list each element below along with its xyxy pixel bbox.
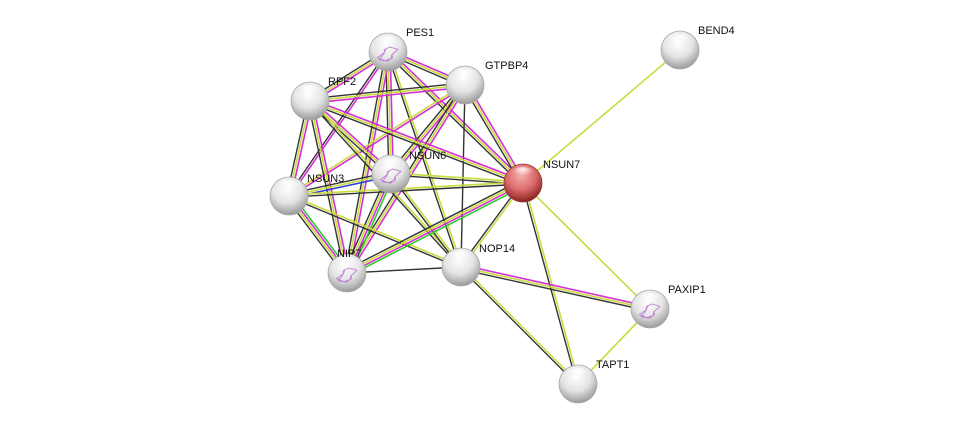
edge-line-black bbox=[288, 196, 461, 269]
edge-line-yellow bbox=[288, 181, 523, 196]
protein-structure-icon bbox=[379, 168, 402, 184]
edge-nsun7-bend4[interactable] bbox=[522, 49, 681, 184]
edge-rpf2-nsun7[interactable] bbox=[308, 98, 525, 186]
edge-line-yellow bbox=[387, 51, 524, 184]
edge-line-yellow bbox=[387, 51, 392, 175]
edge-line-yellow bbox=[309, 84, 466, 102]
node-paxip1[interactable]: PAXIP1 bbox=[630, 284, 706, 329]
node-highlight bbox=[567, 368, 589, 380]
edge-gtpbp4-rpf2[interactable] bbox=[309, 82, 466, 104]
edge-nop14-tapt1[interactable] bbox=[459, 265, 580, 386]
node-bend4[interactable]: BEND4 bbox=[660, 25, 735, 70]
node-label: NIP7 bbox=[337, 248, 361, 260]
edge-line-magenta bbox=[389, 51, 394, 174]
edge-line-magenta bbox=[289, 85, 467, 198]
edge-line-yellow bbox=[391, 172, 524, 183]
edge-line-yellow bbox=[522, 49, 681, 184]
node-gtpbp4[interactable]: GTPBP4 bbox=[445, 60, 528, 105]
edge-pes1-nop14[interactable] bbox=[386, 51, 463, 268]
node-tapt1[interactable]: TAPT1 bbox=[558, 359, 629, 404]
edge-line-black bbox=[460, 268, 650, 312]
edge-line-yellow bbox=[309, 100, 524, 184]
node-nsun6[interactable]: NSUN6 bbox=[371, 150, 446, 194]
edge-line-magenta bbox=[347, 183, 524, 275]
node-label: TAPT1 bbox=[596, 359, 629, 371]
node-label: PES1 bbox=[406, 27, 434, 39]
edge-nsun3-nop14[interactable] bbox=[288, 194, 462, 269]
edge-line-black bbox=[344, 51, 387, 273]
node-nop14[interactable]: NOP14 bbox=[441, 243, 515, 287]
edge-nsun3-nsun7[interactable] bbox=[288, 181, 524, 198]
edge-line-yellow bbox=[523, 182, 580, 384]
edge-nsun7-paxip1[interactable] bbox=[522, 182, 651, 310]
node-label: NSUN3 bbox=[307, 173, 344, 185]
edge-layer bbox=[285, 49, 681, 386]
edge-line-yellow bbox=[289, 194, 462, 267]
edge-line-black bbox=[289, 183, 524, 198]
node-label: RPF2 bbox=[328, 76, 356, 88]
node-pes1[interactable]: PES1 bbox=[368, 27, 434, 72]
node-highlight bbox=[299, 85, 321, 97]
edge-line-yellow bbox=[388, 51, 463, 267]
node-rpf2[interactable]: RPF2 bbox=[290, 76, 356, 121]
edge-line-magenta bbox=[310, 86, 466, 104]
edge-nsun7-nip7[interactable] bbox=[345, 179, 525, 277]
edge-line-green bbox=[348, 185, 525, 277]
node-label: NSUN7 bbox=[543, 159, 580, 171]
edge-gtpbp4-nsun3[interactable] bbox=[287, 83, 467, 198]
edge-line-yellow bbox=[460, 266, 651, 310]
protein-structure-icon bbox=[376, 46, 399, 62]
edge-pes1-nsun7[interactable] bbox=[385, 49, 526, 186]
edge-line-magenta bbox=[348, 52, 391, 274]
edge-line-yellow bbox=[287, 83, 465, 196]
node-highlight bbox=[669, 34, 691, 46]
node-label: BEND4 bbox=[698, 25, 735, 37]
node-label: NOP14 bbox=[479, 243, 515, 255]
edge-line-black bbox=[345, 179, 522, 271]
edge-line-black bbox=[386, 52, 461, 268]
edge-line-magenta bbox=[310, 98, 525, 182]
edge-line-black bbox=[388, 83, 464, 174]
node-label: PAXIP1 bbox=[668, 284, 706, 296]
edge-line-yellow bbox=[346, 181, 523, 273]
edge-line-black bbox=[308, 102, 523, 186]
edge-line-black bbox=[385, 53, 522, 186]
node-label: GTPBP4 bbox=[485, 60, 528, 72]
edge-line-magenta bbox=[461, 264, 651, 308]
protein-structure-icon bbox=[335, 267, 358, 283]
node-highlight bbox=[450, 251, 472, 263]
edge-line-magenta bbox=[388, 49, 526, 182]
node-nsun7[interactable]: NSUN7 bbox=[503, 159, 580, 203]
node-highlight bbox=[278, 180, 300, 192]
node-label: NSUN6 bbox=[409, 150, 446, 162]
node-highlight bbox=[454, 69, 476, 81]
protein-structure-icon bbox=[638, 303, 661, 319]
node-nsun3[interactable]: NSUN3 bbox=[269, 173, 344, 216]
edge-line-black bbox=[460, 84, 466, 268]
edge-line-black bbox=[309, 82, 465, 100]
edge-line-black bbox=[459, 267, 578, 386]
node-highlight bbox=[336, 257, 358, 269]
node-highlight bbox=[639, 293, 661, 305]
edge-line-yellow bbox=[522, 182, 651, 310]
node-highlight bbox=[377, 36, 399, 48]
node-nip7[interactable]: NIP7 bbox=[327, 248, 367, 293]
edge-line-yellow bbox=[461, 265, 580, 384]
edge-nop14-paxip1[interactable] bbox=[460, 264, 651, 312]
node-highlight bbox=[512, 167, 534, 179]
edge-gtpbp4-nop14[interactable] bbox=[460, 84, 466, 268]
node-highlight bbox=[380, 158, 402, 170]
